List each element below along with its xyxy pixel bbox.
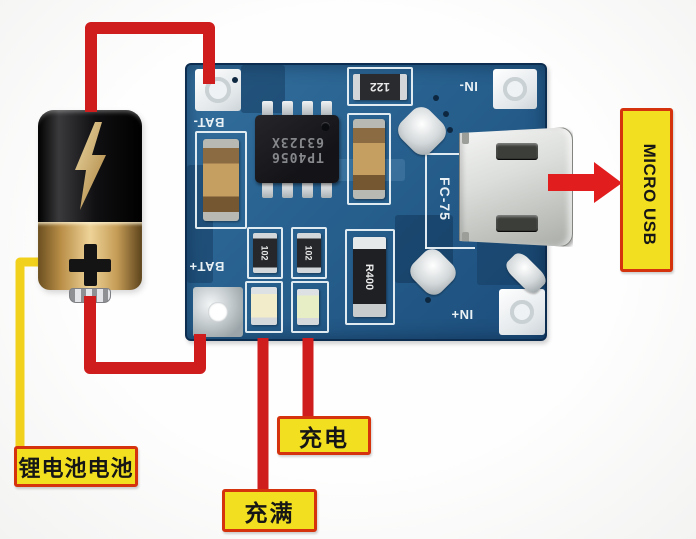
chip-pin	[262, 101, 273, 117]
pad-in-plus	[499, 289, 545, 335]
tp4056-chip: TP4056 63J23X	[255, 115, 339, 183]
silkscreen-in-plus: IN+	[451, 307, 474, 322]
resistor-102-charge: 102	[297, 233, 321, 273]
battery-sense-wire-yellow	[15, 257, 44, 450]
charging-label: 充电	[277, 416, 371, 455]
chip-pin	[302, 182, 313, 198]
usb-crimp-slot	[496, 143, 538, 160]
usb-leg	[462, 132, 469, 144]
silkscreen-in-minus: IN-	[459, 79, 478, 94]
battery-terminal-nub	[69, 288, 111, 303]
usb-crimp-slot	[496, 215, 538, 232]
silkscreen-frame	[247, 227, 283, 279]
solder-blob	[393, 102, 451, 160]
plus-terminal-icon	[69, 244, 111, 286]
pad-bat-minus	[195, 69, 241, 111]
chip-pin	[282, 182, 293, 198]
capacitor-output	[353, 119, 385, 199]
micro-usb-label: MICRO USB	[620, 108, 673, 272]
usb-leg	[462, 232, 469, 244]
resistor-122: 122	[353, 74, 407, 100]
silkscreen-frame	[245, 281, 283, 333]
tp4056-charger-board: BAT- BAT+ IN- IN+ FC-75 TP4056 63J23X 12…	[185, 63, 573, 341]
chip-pin	[321, 182, 332, 198]
chip-marking-line1: TP4056	[270, 149, 324, 164]
chip-pin	[321, 101, 332, 117]
silkscreen-frame	[291, 227, 327, 279]
resistor-102-full: 102	[253, 233, 277, 273]
pad-in-minus	[493, 69, 537, 109]
lightning-bolt-icon	[75, 122, 106, 210]
battery-top-section	[38, 110, 142, 222]
chip-pin	[282, 101, 293, 117]
via	[433, 95, 439, 101]
chip-pin	[302, 101, 313, 117]
wire-battery-positive	[84, 296, 206, 374]
via	[425, 297, 431, 303]
silkscreen-bat-minus: BAT-	[193, 115, 225, 130]
led-full-indicator	[251, 287, 277, 325]
charged-full-label: 充满	[222, 489, 317, 532]
silkscreen-trace	[425, 153, 427, 249]
pin1-dot	[321, 122, 330, 131]
capacitor-input	[203, 139, 239, 221]
chip-marking-line2: 63J23X	[270, 134, 324, 149]
lithium-battery	[38, 110, 142, 290]
silkscreen-frame	[195, 131, 247, 229]
chip-pin	[262, 182, 273, 198]
pad-bat-plus	[193, 287, 243, 337]
resistor-r400: R400	[353, 237, 386, 317]
via	[443, 111, 449, 117]
silkscreen-trace	[425, 153, 475, 155]
silkscreen-frame	[291, 281, 329, 333]
silkscreen-board-model: FC-75	[437, 177, 453, 221]
silkscreen-frame	[345, 229, 395, 325]
led-charge-indicator	[297, 289, 319, 325]
micro-usb-label-text: MICRO USB	[640, 143, 660, 246]
silkscreen-trace	[425, 247, 475, 249]
via	[232, 77, 238, 83]
silkscreen-frame	[347, 113, 391, 205]
micro-usb-port	[459, 127, 573, 247]
via	[447, 127, 453, 133]
silkscreen-bat-plus: BAT+	[189, 259, 225, 274]
silkscreen-frame	[347, 67, 413, 106]
battery-label: 锂电池电池	[14, 446, 138, 487]
